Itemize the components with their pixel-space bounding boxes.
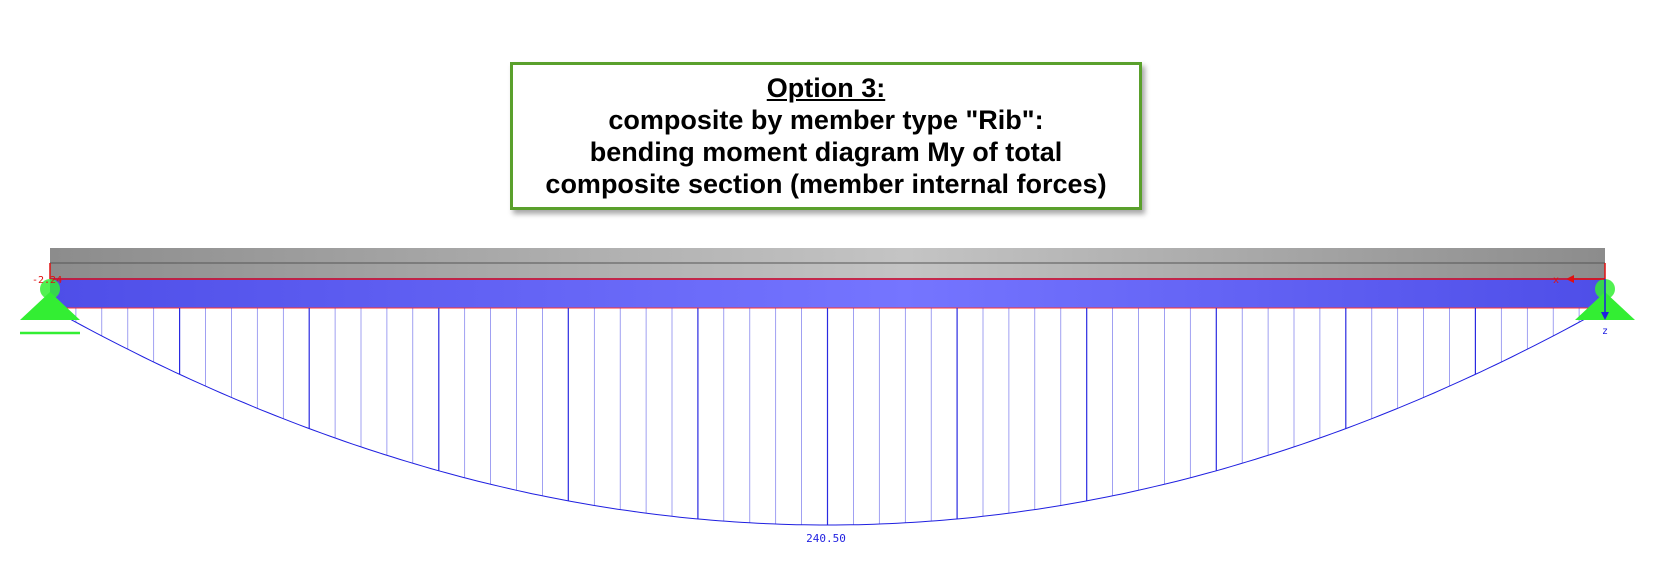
z-arrowhead-icon xyxy=(1601,312,1609,320)
title-box: Option 3: composite by member type "Rib"… xyxy=(510,62,1142,210)
title-line-3: composite section (member internal force… xyxy=(545,169,1107,199)
x-axis-label: x xyxy=(1553,275,1559,286)
z-axis-label: z xyxy=(1602,326,1608,337)
left-support-icon xyxy=(20,292,80,320)
left-hinge-icon xyxy=(40,279,60,299)
end-value-label: -2.24 xyxy=(32,275,62,286)
left-support xyxy=(20,279,80,335)
title-line-1: composite by member type "Rib": xyxy=(608,105,1044,135)
title-heading: Option 3: xyxy=(766,73,886,103)
moment-curve xyxy=(49,307,1606,526)
local-axes: x z xyxy=(1553,275,1609,337)
rib-section xyxy=(50,278,1605,308)
title-line-2: bending moment diagram My of total xyxy=(589,137,1063,167)
moment-ordinates xyxy=(75,308,1580,525)
x-arrowhead-icon xyxy=(1566,275,1574,283)
max-value-label: 240.50 xyxy=(806,532,846,545)
